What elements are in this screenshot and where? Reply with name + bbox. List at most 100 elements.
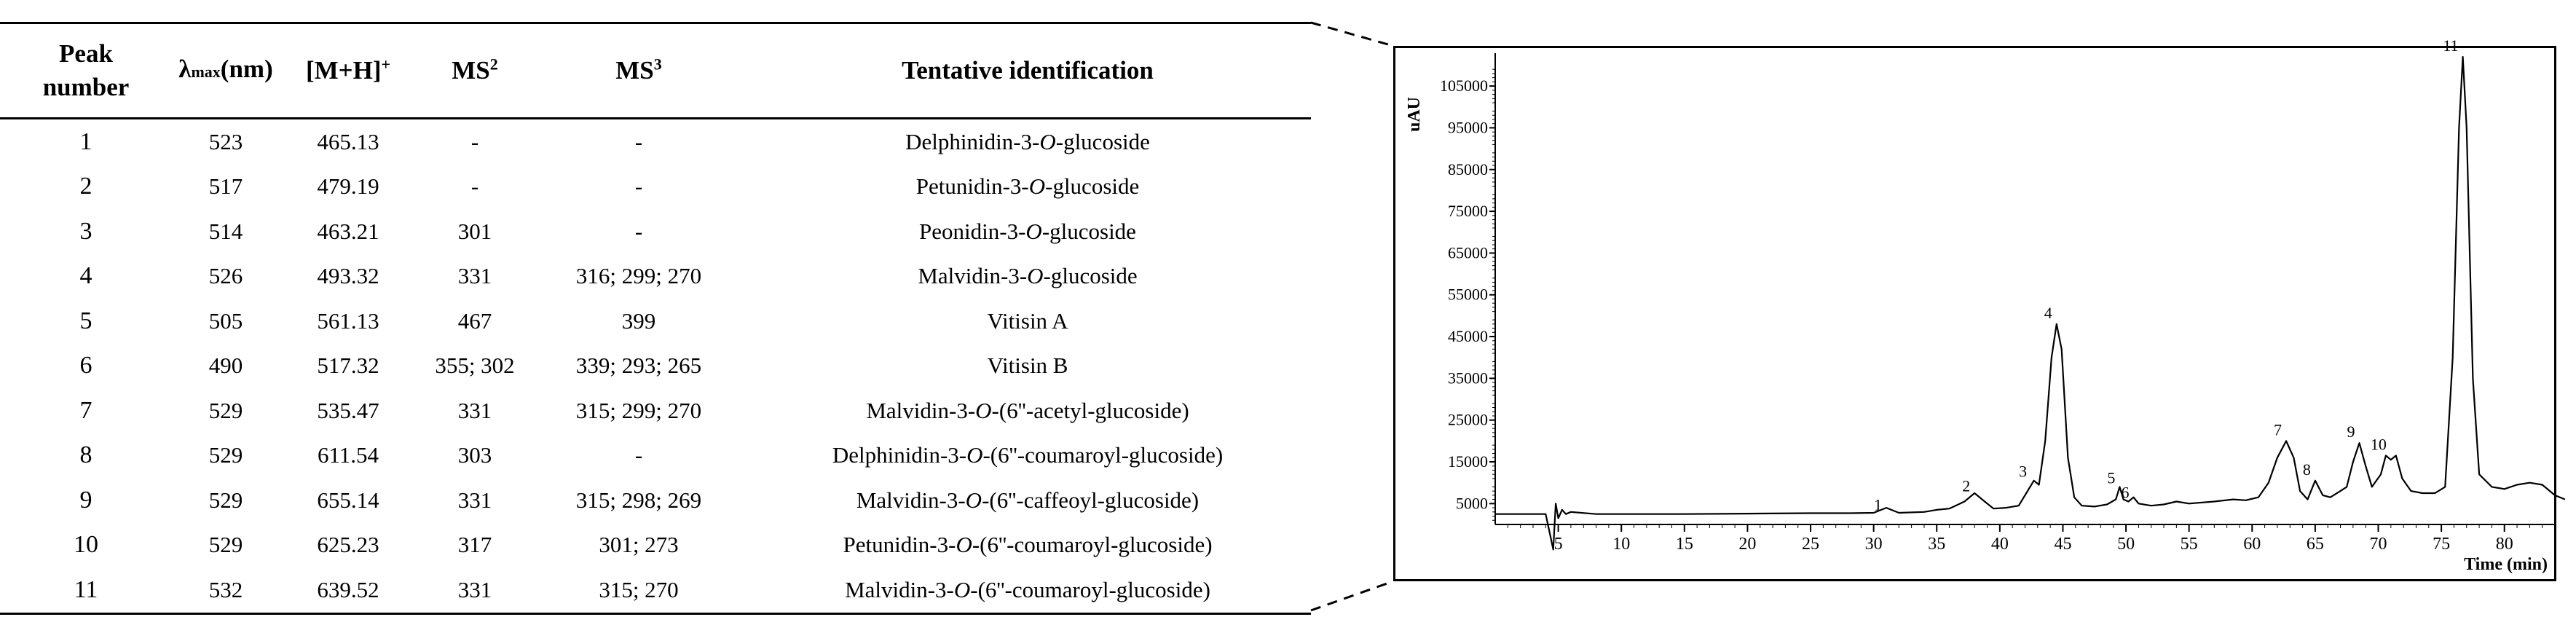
- y-tick-label: 15000: [1448, 452, 1488, 471]
- cell-mh: 561.13: [317, 307, 379, 334]
- cell-ms3: -: [634, 128, 643, 154]
- cell-mh: 611.54: [317, 442, 379, 468]
- x-tick-label: 45: [2054, 535, 2071, 554]
- header-ms2: MS2: [417, 22, 533, 119]
- table-row: 7 529 535.47 331 315; 299; 270 Malvidin-…: [0, 388, 1311, 433]
- y-axis-label: uAU: [1405, 97, 1424, 132]
- cell-identification: Vitisin B: [987, 353, 1068, 379]
- cell-peak: 9: [79, 486, 92, 514]
- chromatogram-panel: [1393, 46, 2556, 581]
- cell-peak: 1: [79, 127, 92, 155]
- cell-lambda: 514: [208, 218, 243, 244]
- cell-mh: 535.47: [317, 397, 379, 423]
- table-row: 8 529 611.54 303 - Delphinidin-3-O-(6''-…: [0, 433, 1311, 479]
- cell-ms2: 301: [457, 218, 492, 244]
- peak-label: 5: [2107, 468, 2115, 487]
- table-row: 6 490 517.32 355; 302 339; 293; 265 Viti…: [0, 344, 1311, 389]
- y-tick-label: 5000: [1456, 494, 1488, 512]
- cell-lambda: 523: [208, 128, 243, 154]
- cell-peak: 5: [79, 307, 92, 334]
- cell-identification: Malvidin-3-O-glucoside: [918, 263, 1138, 289]
- cell-ms3: 316; 299; 270: [575, 263, 702, 289]
- x-axis-label: Time (min): [2464, 555, 2548, 574]
- connector-bottom: [1310, 580, 1394, 612]
- cell-identification: Malvidin-3-O-(6''-caffeoyl-glucoside): [856, 487, 1200, 513]
- x-tick-label: 25: [1802, 535, 1819, 554]
- cell-lambda: 505: [208, 307, 243, 334]
- x-tick-label: 35: [1928, 535, 1945, 554]
- y-tick-label: 45000: [1448, 327, 1488, 345]
- cell-ms3: 339; 293; 265: [575, 353, 702, 379]
- cell-identification: Vitisin A: [987, 307, 1068, 334]
- header-mh: [M+H]+: [280, 22, 417, 119]
- cell-lambda: 529: [208, 397, 243, 423]
- table-row: 9 529 655.14 331 315; 298; 269 Malvidin-…: [0, 478, 1311, 523]
- cell-identification: Peonidin-3-O-glucoside: [919, 218, 1136, 244]
- cell-identification: Delphinidin-3-O-(6''-coumaroyl-glucoside…: [832, 442, 1224, 468]
- peak-label: 4: [2044, 304, 2052, 322]
- peak-label: 6: [2121, 483, 2129, 501]
- cell-ms2: -: [470, 128, 479, 154]
- table-row: 5 505 561.13 467 399 Vitisin A: [0, 299, 1311, 344]
- peak-label: 8: [2303, 460, 2311, 479]
- cell-ms2: 331: [457, 263, 492, 289]
- table-row: 1 523 465.13 - - Delphinidin-3-O-glucosi…: [0, 119, 1311, 165]
- table-row: 3 514 463.21 301 - Peonidin-3-O-glucosid…: [0, 209, 1311, 254]
- cell-ms2: 331: [417, 567, 533, 615]
- x-tick-label: 40: [1991, 535, 2009, 554]
- cell-ms3: -: [634, 442, 643, 468]
- cell-ms2: 303: [457, 442, 492, 468]
- cell-peak: 10: [74, 531, 98, 559]
- peak-label: 9: [2347, 422, 2355, 441]
- cell-lambda: 529: [208, 487, 243, 513]
- cell-peak: 7: [79, 396, 92, 424]
- cell-lambda: 490: [208, 353, 243, 379]
- x-tick-label: 15: [1676, 535, 1693, 554]
- cell-mh: 655.14: [317, 487, 379, 513]
- chart-axes: 5000150002500035000450005500065000750008…: [1405, 53, 2556, 574]
- cell-peak: 3: [79, 217, 92, 245]
- peak-label: 2: [1962, 477, 1970, 495]
- peak-label: 1: [1874, 496, 1882, 514]
- cell-identification: Delphinidin-3-O-glucoside: [905, 128, 1150, 154]
- y-tick-label: 25000: [1448, 411, 1488, 429]
- table-row: 4 526 493.32 331 316; 299; 270 Malvidin-…: [0, 254, 1311, 299]
- cell-ms2: 317: [457, 532, 492, 558]
- x-tick-label: 10: [1612, 535, 1630, 554]
- peak-label: 7: [2274, 420, 2282, 439]
- x-tick-label: 75: [2433, 535, 2450, 554]
- peak-label: 3: [2019, 463, 2027, 481]
- cell-mh: 625.23: [317, 532, 379, 558]
- y-tick-label: 75000: [1448, 202, 1488, 220]
- y-tick-label: 55000: [1448, 286, 1488, 304]
- cell-ms3: 315; 299; 270: [575, 397, 702, 423]
- cell-mh: 517.32: [317, 353, 379, 379]
- cell-identification: Malvidin-3-O-(6''-acetyl-glucoside): [866, 397, 1189, 423]
- x-tick-label: 55: [2181, 535, 2198, 554]
- cell-peak: 2: [79, 173, 92, 200]
- x-tick-label: 50: [2117, 535, 2135, 554]
- cell-ms2: 331: [457, 397, 492, 423]
- cell-mh: 463.21: [317, 218, 379, 244]
- cell-ms2: 331: [457, 487, 492, 513]
- cell-lambda: 529: [208, 532, 243, 558]
- chromatogram-chart: 5000150002500035000450005500065000750008…: [1405, 36, 2566, 574]
- x-tick-label: 30: [1865, 535, 1883, 554]
- cell-peak: 4: [79, 262, 92, 290]
- cell-mh: 639.52: [280, 567, 417, 615]
- x-tick-label: 65: [2307, 535, 2324, 554]
- cell-lambda: 532: [172, 567, 280, 615]
- cell-mh: 479.19: [317, 173, 379, 200]
- y-tick-label: 85000: [1448, 160, 1488, 178]
- chromatogram-trace-layer: [1495, 55, 2566, 551]
- cell-peak: 8: [79, 441, 92, 469]
- cell-ms3: 399: [621, 307, 656, 334]
- cell-lambda: 517: [208, 173, 243, 200]
- cell-ms3: 315; 270: [533, 567, 744, 615]
- cell-ms2: 467: [457, 307, 492, 334]
- cell-peak: 11: [0, 567, 172, 615]
